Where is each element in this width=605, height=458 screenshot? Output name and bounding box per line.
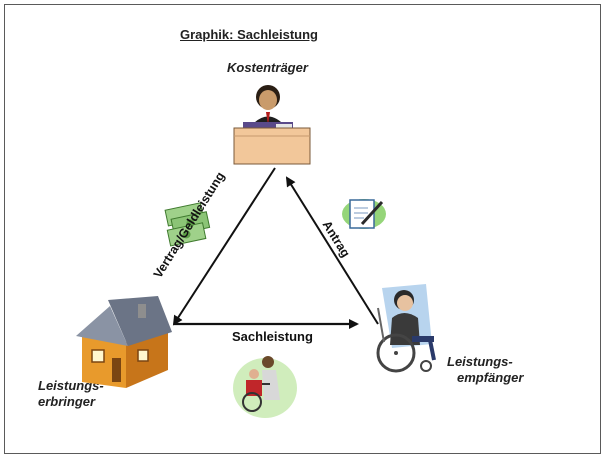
diagram-title: Graphik: Sachleistung bbox=[180, 27, 318, 42]
caregiver-wheelchair-icon bbox=[233, 356, 297, 418]
edge-recipient-to-payer bbox=[285, 176, 379, 325]
provider-label-line2: erbringer bbox=[38, 394, 96, 409]
edge-label-provider-to-recipient: Sachleistung bbox=[232, 329, 313, 344]
recipient-label-line1: Leistungs- bbox=[447, 354, 513, 369]
house-icon bbox=[76, 296, 172, 388]
payer-label: Kostenträger bbox=[227, 60, 308, 75]
person-at-desk-icon bbox=[233, 85, 311, 165]
money-stack-icon bbox=[164, 202, 211, 247]
wheelchair-user-icon bbox=[376, 284, 436, 373]
edge-payer-to-provider bbox=[172, 167, 276, 326]
recipient-label-line2: empfänger bbox=[457, 370, 524, 385]
document-pen-icon bbox=[342, 199, 386, 229]
recipient-label: Leistungs- empfänger bbox=[447, 354, 523, 386]
